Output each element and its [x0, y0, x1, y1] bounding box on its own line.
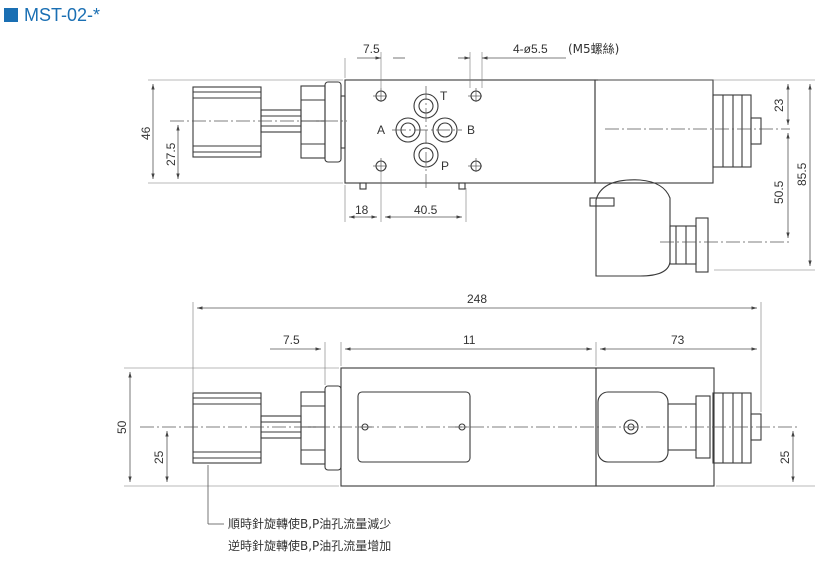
- top-view: T A B P: [139, 41, 815, 277]
- note-counterclockwise: 逆時針旋轉使B,P油孔流量增加: [228, 538, 391, 553]
- dim-248: 248: [467, 292, 487, 306]
- dim-25-right: 25: [778, 450, 792, 464]
- adjust-knob-side: [192, 385, 342, 471]
- dim-18: 18: [355, 203, 369, 217]
- port-a-label: A: [377, 123, 385, 137]
- dim-46: 46: [139, 126, 153, 140]
- dim-7-5-top: 7.5: [363, 42, 380, 56]
- dim-27-5: 27.5: [164, 142, 178, 166]
- side-view: 248 7.5 11 73 50 25 25: [115, 292, 815, 525]
- dim-23: 23: [772, 98, 786, 112]
- dim-11: 11: [463, 333, 476, 347]
- dim-25-left: 25: [152, 450, 166, 464]
- drawing-title: MST-02-*: [24, 5, 100, 25]
- dim-40-5: 40.5: [414, 203, 438, 217]
- title-marker-icon: [4, 8, 18, 22]
- dim-7-5-side: 7.5: [283, 333, 300, 347]
- valve-body-top: T A B P: [344, 79, 596, 190]
- port-p-label: P: [441, 159, 449, 173]
- solenoid-coil-top: [594, 79, 762, 184]
- port-t-label: T: [440, 89, 448, 103]
- adjust-knob-top: [192, 81, 346, 163]
- dim-bolt-holes: 4-ø5.5: [513, 42, 548, 56]
- valve-body-side: [340, 367, 597, 487]
- note-clockwise: 順時針旋轉使B,P油孔流量減少: [228, 516, 391, 531]
- dim-bolt-note: (M5螺絲): [568, 41, 619, 56]
- dim-50-5: 50.5: [772, 180, 786, 204]
- dim-73: 73: [671, 333, 685, 347]
- port-b-label: B: [467, 123, 475, 137]
- dim-50: 50: [115, 420, 129, 434]
- dim-85-5: 85.5: [795, 162, 809, 186]
- connector-plug-top: [589, 179, 709, 277]
